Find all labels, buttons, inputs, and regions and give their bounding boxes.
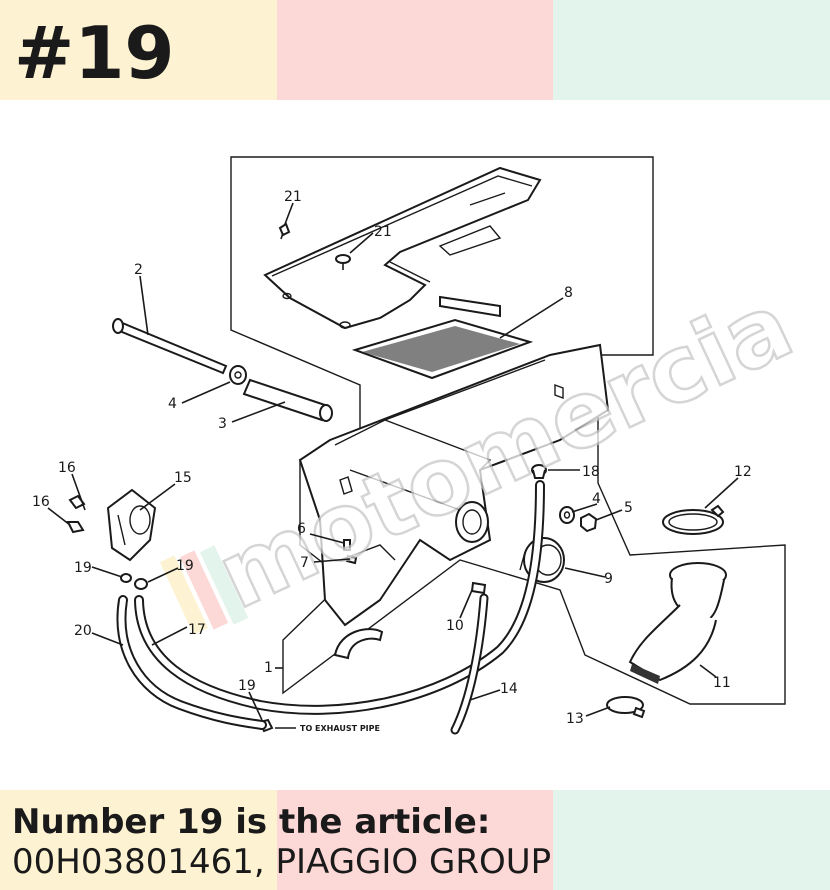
article-number: 00H03801461, PIAGGIO GROUP: [12, 842, 552, 882]
long-bolt: [112, 318, 228, 375]
leader-lines: [47, 202, 739, 721]
callout-19-a: 19: [74, 560, 92, 576]
callout-6: 6: [297, 521, 306, 537]
callout-1: 1: [264, 660, 273, 676]
screw-6: [343, 539, 351, 551]
callout-13: 13: [566, 711, 584, 727]
article-caption: Number 19 is the article:: [12, 802, 491, 842]
callout-17: 17: [188, 622, 206, 638]
spacer-tube: [242, 378, 333, 422]
callout-21-a: 21: [284, 189, 302, 205]
clip-16-a: [68, 494, 86, 510]
callout-11: 11: [713, 675, 731, 691]
footer-band-mint: [553, 790, 830, 890]
footer-band: [0, 790, 830, 890]
exploded-parts-diagram: TO EXHAUST PIPE motomercia: [32, 156, 809, 735]
clamp-19-a: [120, 573, 132, 583]
callout-4-left: 4: [168, 396, 177, 412]
callout-7: 7: [300, 555, 309, 571]
callout-4-right: 4: [592, 491, 601, 507]
header-band: [0, 0, 830, 100]
callout-15: 15: [174, 470, 192, 486]
callout-5: 5: [624, 500, 633, 516]
housing-clip: [333, 628, 384, 660]
callout-19-c: 19: [238, 678, 256, 694]
header-band-pink: [276, 0, 554, 100]
breather-housing: [106, 488, 157, 562]
callout-16-a: 16: [58, 460, 76, 476]
screw-21-a: [278, 222, 291, 240]
screw-21-b: [335, 254, 351, 270]
callout-18: 18: [582, 464, 600, 480]
watermark-stripe-pink: [179, 550, 229, 630]
exhaust-label: TO EXHAUST PIPE: [300, 724, 380, 733]
callout-14: 14: [500, 681, 518, 697]
drain-plug: [470, 581, 487, 595]
part-number-title: #19: [14, 11, 175, 95]
intake-duct: [628, 562, 727, 684]
hose-clamp-small: [606, 696, 646, 719]
callout-16-b: 16: [32, 494, 50, 510]
filter-housing: [298, 343, 610, 627]
filter-cover: [263, 166, 542, 330]
washer-right: [559, 506, 575, 524]
callout-8: 8: [564, 285, 573, 301]
hose-clamp-large: [662, 504, 725, 535]
header-band-mint: [553, 0, 830, 100]
callout-9: 9: [604, 571, 613, 587]
callout-2: 2: [134, 262, 143, 278]
footer-band-pink: [276, 790, 554, 890]
footer-band-yellow: [0, 790, 277, 890]
callout-19-b: 19: [176, 558, 194, 574]
washer-left: [229, 365, 247, 385]
callout-labels: 21 21 2 8 4 3 16 15 16 18 12 4 5 6 7 19 …: [32, 189, 752, 727]
callout-10: 10: [446, 618, 464, 634]
callout-12: 12: [734, 464, 752, 480]
watermark-stripe-yellow: [159, 555, 209, 635]
rubber-cap: [531, 464, 547, 479]
watermark-stripe-mint: [199, 545, 249, 625]
filter-element: [351, 295, 534, 380]
callout-20: 20: [74, 623, 92, 639]
header-band-yellow: [0, 0, 277, 100]
clip-16-b: [66, 521, 85, 534]
callout-21-b: 21: [374, 224, 392, 240]
clamp-19-b: [134, 578, 148, 590]
callout-3: 3: [218, 416, 227, 432]
nut: [580, 512, 598, 533]
